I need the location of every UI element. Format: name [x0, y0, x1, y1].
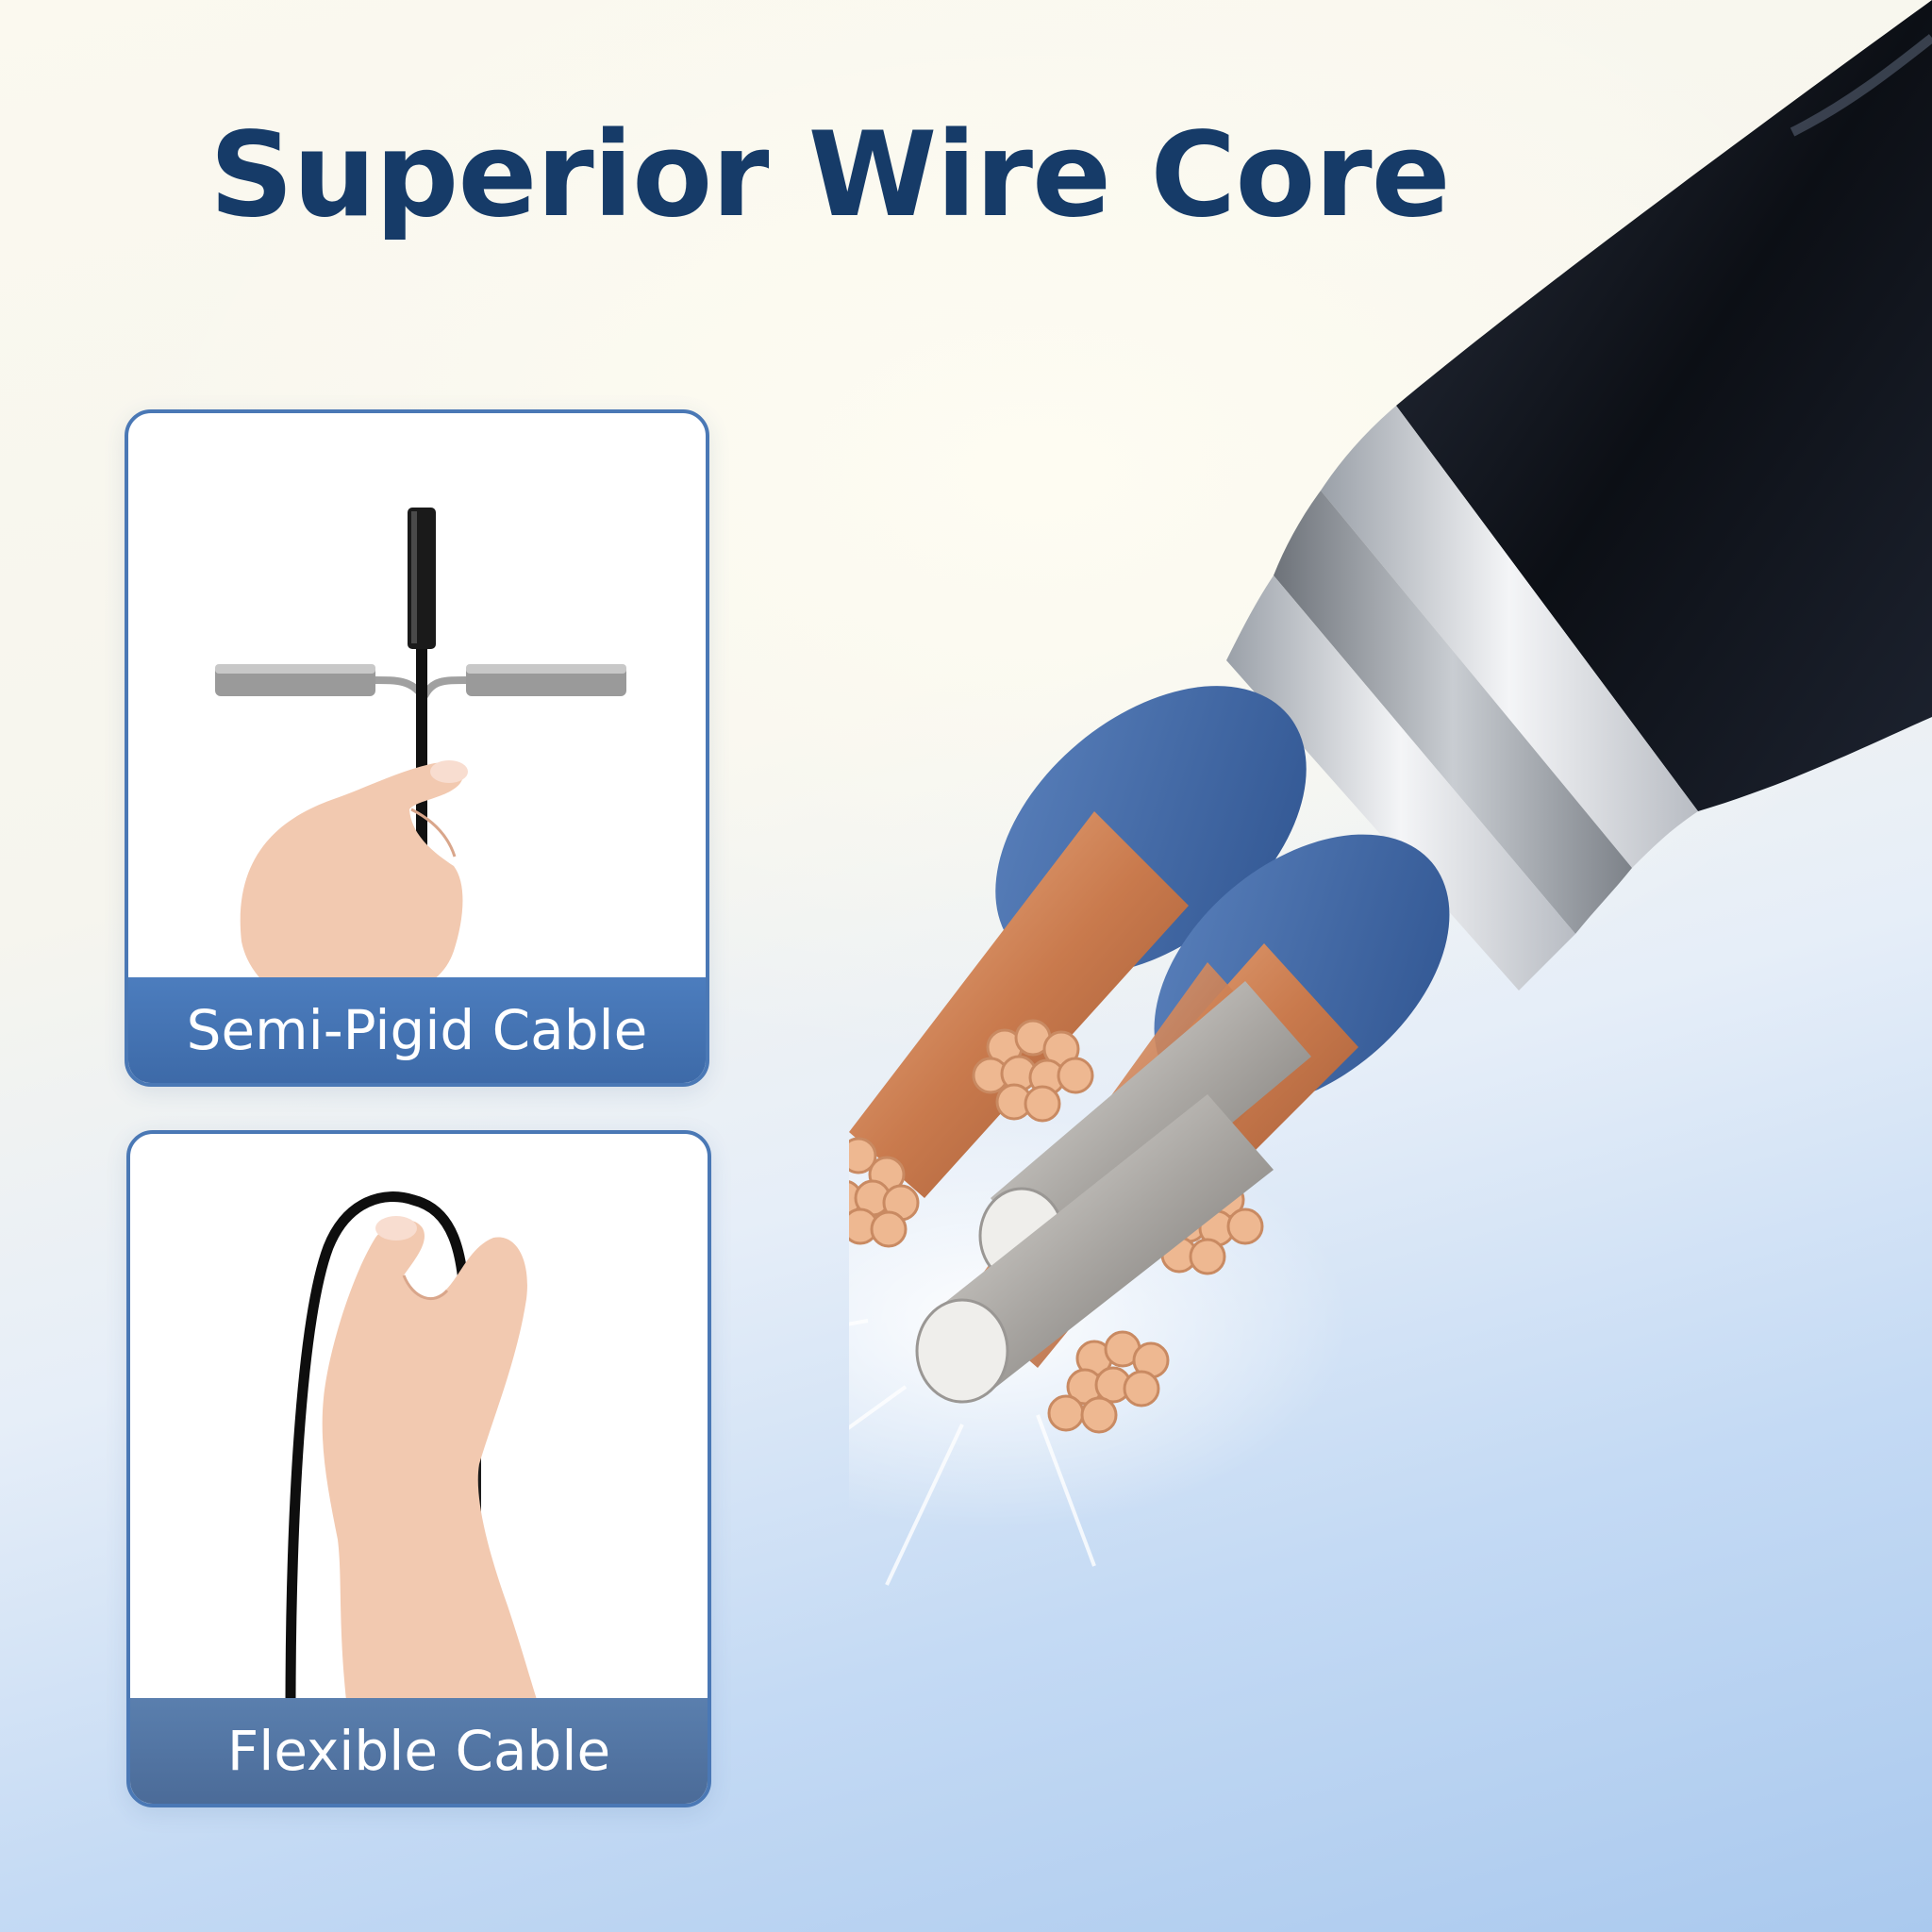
- hand-icon: [322, 1220, 541, 1709]
- semi-rigid-cable-card: Semi-Pigid Cable: [125, 409, 709, 1087]
- headline: Superior Wire Core: [209, 108, 1451, 243]
- semi-rigid-cable-label: Semi-Pigid Cable: [128, 977, 706, 1083]
- hand-icon: [240, 762, 463, 989]
- flexible-cable-label: Flexible Cable: [130, 1698, 708, 1804]
- flexible-cable-card: Flexible Cable: [126, 1130, 711, 1807]
- cable-cross-section-illustration: [849, 0, 1932, 1586]
- flexible-cable-illustration: [285, 1191, 541, 1709]
- semi-rigid-cable-illustration: [215, 508, 626, 989]
